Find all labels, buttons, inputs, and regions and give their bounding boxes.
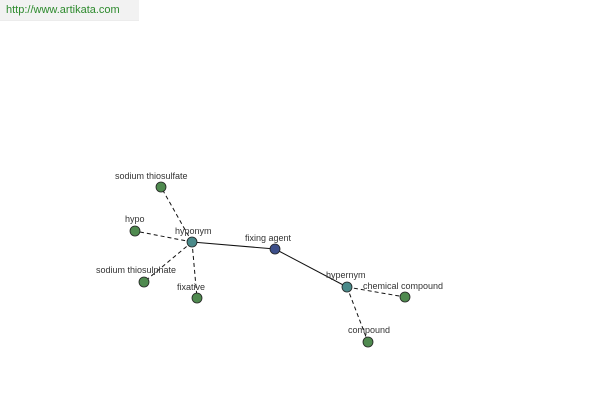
- graph-nodes: [129, 181, 411, 348]
- node-relation-hyponym[interactable]: [186, 236, 198, 248]
- edge-hyponym-sodium-thiosulphate: [143, 241, 193, 283]
- label-term-fixative[interactable]: fixative: [177, 282, 205, 292]
- label-root[interactable]: fixing agent: [245, 233, 292, 243]
- edge-hyponym-fixative: [191, 241, 198, 299]
- label-relation-hypernym[interactable]: hypernym: [326, 270, 366, 280]
- node-term-sodium-thiosulphate[interactable]: [138, 276, 150, 288]
- site-url-link[interactable]: http://www.artikata.com: [6, 4, 120, 16]
- edge-root-hypernym: [274, 248, 348, 288]
- label-term-chemical-compound[interactable]: chemical compound: [363, 281, 443, 291]
- edge-hyponym-hypo: [134, 230, 193, 243]
- node-term-fixative[interactable]: [191, 292, 203, 304]
- graph-edges: [134, 186, 406, 343]
- label-term-sodium-thiosulfate[interactable]: sodium thiosulfate: [115, 171, 188, 181]
- label-term-hypo[interactable]: hypo: [125, 214, 145, 224]
- node-relation-hypernym[interactable]: [341, 281, 353, 293]
- node-term-hypo[interactable]: [129, 225, 141, 237]
- edge-hyponym-sodium-thiosulfate: [160, 186, 193, 243]
- label-relation-hyponym[interactable]: hyponym: [175, 226, 212, 236]
- node-term-sodium-thiosulfate[interactable]: [155, 181, 167, 193]
- node-root-fixing-agent[interactable]: [269, 243, 281, 255]
- graph-labels: fixing agent hyponym sodium thiosulfate hyp…: [96, 171, 443, 335]
- node-term-chemical-compound[interactable]: [399, 291, 411, 303]
- label-term-sodium-thiosulphate[interactable]: sodium thiosulphate: [96, 265, 176, 275]
- edge-hypernym-compound: [346, 286, 369, 343]
- edge-hypernym-chemical-compound: [346, 286, 406, 298]
- node-term-compound[interactable]: [362, 336, 374, 348]
- label-term-compound[interactable]: compound: [348, 325, 390, 335]
- edge-root-hyponym: [191, 241, 276, 250]
- url-bar: http://www.artikata.com: [0, 0, 139, 21]
